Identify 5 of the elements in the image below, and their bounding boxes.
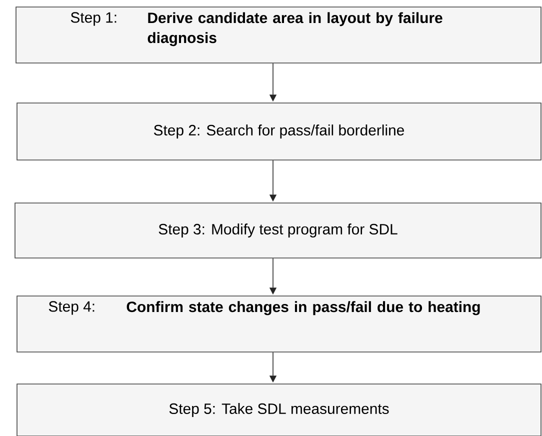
process-box: Step 1: Derive candidate area in layout by failure diagnosis	[16, 6, 542, 64]
process-box: Step 3: Modify test program for SDL	[14, 202, 542, 258]
process-box: Step 4: Confirm state changes in pass/fail due to heating	[16, 296, 542, 352]
process-box: Step 5: Take SDL measurements	[16, 384, 542, 436]
process-box: Step 2: Search for pass/fail borderline	[16, 102, 542, 160]
